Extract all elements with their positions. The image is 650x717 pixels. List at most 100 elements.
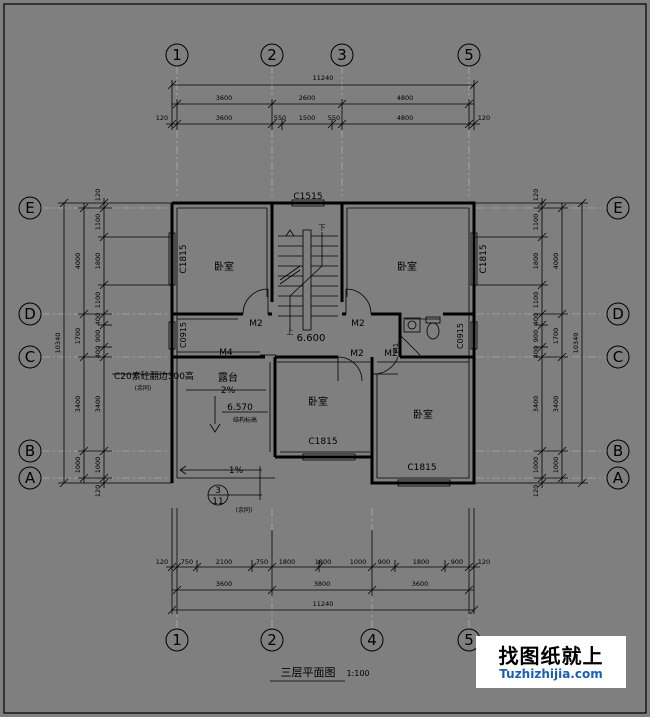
dim-top-2-1: 3600	[216, 114, 233, 122]
dim-bottom-1-2: 2100	[216, 558, 233, 566]
label-level-note: 结构标高	[233, 416, 257, 424]
dim-bottom-1-10: 120	[478, 558, 490, 566]
dim-right-2-7: 3400	[532, 396, 540, 413]
dim-top-2-6: 120	[478, 114, 490, 122]
label-level-stair: 6.600	[297, 333, 326, 344]
dim-left-2-6: 400	[94, 346, 102, 358]
toilet-fixtures	[403, 316, 441, 340]
dim-left-1-1: 1700	[74, 328, 82, 345]
dim-left-2-0: 120	[94, 189, 102, 201]
dim-bottom-1-9: 900	[451, 558, 463, 566]
dim-bottom-2-0: 3600	[216, 580, 233, 588]
dim-top-2-2: 550	[274, 114, 286, 122]
dim-bottom-2-2: 3600	[412, 580, 429, 588]
dim-right-1-2: 3400	[552, 396, 560, 413]
door-swings	[242, 288, 421, 382]
axis-label-bottom-1: 1	[172, 631, 182, 649]
label-c1815-left: C1815	[179, 244, 189, 273]
label-c1515: C1515	[293, 192, 322, 202]
dim-right-total: 10340	[572, 333, 580, 354]
dim-top-1-1: 2600	[299, 94, 316, 102]
dim-left-2-5: 900	[94, 330, 102, 342]
room-bedroom-nw: 卧室	[214, 260, 234, 273]
label-beam-note: C20素砼翻边300高	[114, 370, 194, 382]
terrace-slope: 2%	[221, 386, 236, 396]
dim-bottom-1-5: 1800	[315, 558, 332, 566]
label-c0915-left: C0915	[179, 322, 188, 348]
dim-right-1-0: 4000	[552, 253, 560, 270]
axis-label-bottom-4: 4	[367, 631, 377, 649]
dim-left-total: 10340	[54, 333, 62, 354]
dim-left-2-1: 1100	[94, 214, 102, 231]
axis-label-left-e: E	[25, 199, 34, 217]
dim-bottom-1-6: 1000	[350, 558, 367, 566]
watermark-url: Tuzhizhijia.com	[499, 667, 603, 681]
dim-left-1-0: 4000	[74, 253, 82, 270]
label-c1815-mid: C1815	[308, 437, 337, 447]
wall-inner-lines	[176, 207, 470, 479]
drawing-title-block: 三层平面图 1:100	[270, 666, 370, 682]
dim-top-2-3: 1500	[299, 114, 316, 122]
axis-label-right-d: D	[612, 305, 624, 323]
dim-bottom-2-1: 3800	[314, 580, 331, 588]
axis-label-right-a: A	[613, 469, 624, 487]
label-m1: M1	[392, 343, 400, 354]
label-detail-num: 3	[215, 486, 221, 496]
label-m2-d: M2	[384, 349, 398, 359]
drawing-title: 三层平面图	[281, 666, 336, 679]
dim-left-2-4: 400	[94, 313, 102, 325]
dim-right-2-1: 1100	[532, 214, 540, 231]
axis-label-top-1: 1	[172, 46, 182, 64]
terrace-details	[112, 373, 268, 506]
axis-label-top-5: 5	[464, 46, 474, 64]
room-bedroom-se: 卧室	[413, 408, 433, 421]
staircase	[278, 229, 338, 331]
dim-top-1-0: 3600	[216, 94, 233, 102]
label-m2-b: M2	[351, 319, 365, 329]
dim-right-2-4: 400	[532, 313, 540, 325]
dim-left-2-2: 1800	[94, 253, 102, 270]
dim-right-1-1: 1700	[552, 328, 560, 345]
windows	[168, 199, 478, 487]
label-c0915-right: C0915	[456, 323, 465, 349]
axis-label-bottom-5: 5	[464, 631, 474, 649]
dim-left-2-7: 3400	[94, 396, 102, 413]
dim-bottom-1-3: 750	[256, 558, 268, 566]
dim-left-2-8: 1000	[94, 457, 102, 474]
axis-bubbles	[18, 43, 630, 652]
label-stair-down: 下	[319, 224, 326, 232]
label-stair-up: 上	[287, 327, 294, 336]
dim-right-2-0: 120	[532, 189, 540, 201]
dim-top-2-4: 550	[328, 114, 340, 122]
watermark-banner: 找图纸就上 Tuzhizhijia.com	[476, 636, 626, 688]
label-c1815-right: C1815	[479, 244, 489, 273]
label-m4: M4	[219, 348, 233, 358]
dim-left-1-2: 3400	[74, 396, 82, 413]
dim-bottom-1-0: 120	[156, 558, 168, 566]
room-bedroom-ne: 卧室	[397, 260, 417, 273]
dim-bottom-1-4: 1800	[279, 558, 296, 566]
dim-right-2-5: 900	[532, 330, 540, 342]
dim-top-2-0: 120	[156, 114, 168, 122]
dim-bottom-1-8: 1800	[413, 558, 430, 566]
axis-label-left-c: C	[25, 348, 35, 366]
axis-label-top-3: 3	[337, 46, 347, 64]
dim-left-2-9: 120	[94, 485, 102, 497]
dim-left-1-3: 1000	[74, 457, 82, 474]
dim-right-2-3: 1100	[532, 292, 540, 309]
axis-label-right-e: E	[613, 199, 622, 217]
label-m2-a: M2	[249, 319, 263, 329]
label-detail-sub: (余同)	[236, 506, 253, 514]
dim-right-1-3: 1000	[552, 457, 560, 474]
dim-top-1-2: 4800	[397, 94, 414, 102]
top-dimension-lines	[166, 80, 480, 130]
label-m2-c: M2	[350, 349, 364, 359]
dim-left-2-3: 1100	[94, 292, 102, 309]
bottom-dimension-lines	[166, 508, 480, 615]
watermark-title: 找图纸就上	[498, 644, 604, 668]
dim-top-total: 11240	[313, 74, 334, 82]
left-dimension-lines	[58, 198, 172, 488]
dim-right-2-6: 400	[532, 346, 540, 358]
dim-right-2-2: 1800	[532, 253, 540, 270]
